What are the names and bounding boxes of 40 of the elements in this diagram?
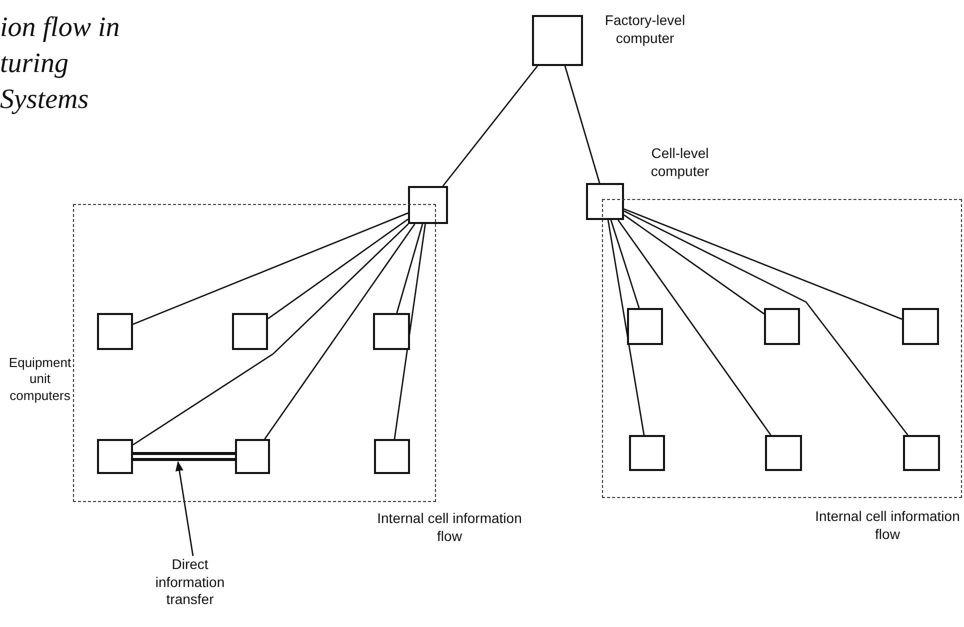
computer-box [96, 312, 132, 350]
computer-box [902, 308, 938, 344]
connector-line [268, 218, 408, 320]
computer-box [232, 312, 268, 350]
computer-box [532, 15, 583, 66]
cell-boundary [73, 204, 436, 502]
double-line-link [132, 452, 236, 461]
connector-line [132, 212, 408, 325]
cell-boundary [602, 199, 962, 498]
computer-box [902, 434, 940, 470]
node-label: Internal cell information flow [376, 510, 523, 545]
computer-box [374, 438, 410, 474]
computer-box [372, 312, 410, 350]
connector-line [442, 66, 538, 186]
title: ion flow in turing Systems [0, 11, 121, 117]
connector-line [618, 220, 772, 436]
connector-line [396, 224, 424, 314]
connector-line [607, 220, 645, 436]
computer-box [764, 434, 802, 470]
computer-box [586, 183, 624, 220]
computer-box [234, 438, 270, 474]
connector-line [610, 220, 640, 308]
node-label: Cell-level computer [650, 145, 710, 180]
connector-line [394, 224, 426, 440]
connector-line [132, 224, 409, 446]
connector-line [624, 208, 902, 320]
connector-line [564, 66, 600, 184]
connector-line [624, 214, 764, 314]
connector-line [624, 210, 908, 436]
computer-box [626, 308, 662, 344]
computer-box [764, 308, 800, 344]
leader-arrow [175, 461, 194, 556]
computer-box [96, 438, 132, 474]
node-label: Factory-level computer [604, 12, 686, 47]
group-label: Equipment unit computers [8, 355, 72, 404]
computer-box [408, 186, 448, 224]
connector-line [264, 224, 416, 440]
callout-text: Direct information transfer [140, 556, 240, 626]
computer-box [628, 434, 664, 470]
node-label: Internal cell information flow [814, 508, 961, 543]
